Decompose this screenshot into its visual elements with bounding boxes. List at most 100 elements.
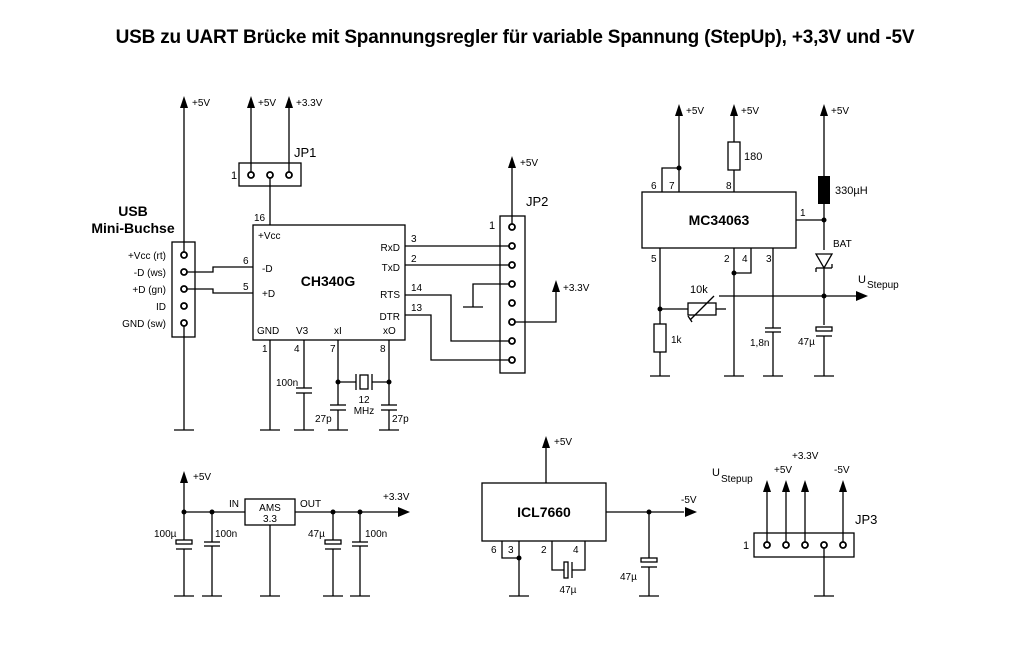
pin-number: 7 (669, 181, 675, 192)
pin-label: DTR (379, 312, 400, 323)
output-label-subscript: Stepup (867, 280, 899, 291)
jp3-rail-label: +5V (774, 465, 792, 476)
resistor-value: 180 (744, 151, 762, 163)
pin-number: 3 (766, 254, 772, 265)
usb-pin-label: GND (sw) (122, 319, 166, 330)
pin-number: 6 (651, 181, 657, 192)
jp3-pin1-label: 1 (743, 540, 749, 552)
supply-arrow-icon (552, 280, 560, 292)
pin-number: 4 (742, 254, 748, 265)
usb-pin-dminus (180, 268, 188, 276)
supply-arrow-icon (763, 480, 771, 492)
crystal-icon (338, 374, 389, 390)
pin-number: 1 (800, 208, 806, 219)
jp2-body (499, 215, 526, 374)
cap-value: 47µ (308, 529, 325, 540)
capacitor-icon (175, 539, 193, 545)
jp3-name: JP3 (855, 512, 877, 527)
ldo-supply-label: +5V (193, 472, 211, 483)
pin-label: GND (257, 326, 279, 337)
jumper-jp3: 1 JP3 U Stepup +5V +3.3V -5V (712, 451, 877, 597)
supply-arrow-icon (730, 104, 738, 116)
supply-arrow-icon (180, 96, 188, 108)
usb-supply-label: +5V (192, 98, 210, 109)
jp2-name: JP2 (526, 194, 548, 209)
cap-value: 47µ (560, 585, 577, 596)
output-arrow-icon (685, 507, 697, 517)
supply-arrow-icon (542, 436, 550, 448)
ldo-in-label: IN (229, 499, 239, 510)
diode-icon (814, 253, 834, 272)
pin-label: -D (262, 264, 273, 275)
rail-label: +5V (686, 106, 704, 117)
pin-number: 3 (508, 545, 514, 556)
ic-mc34063: MC34063 6 7 8 1 5 2 4 3 +5V +5V 180 +5V … (641, 104, 899, 377)
pin-number: 2 (411, 254, 417, 265)
resistor-icon (727, 141, 741, 171)
pin-label: V3 (296, 326, 309, 337)
mc34063-body (641, 191, 797, 249)
pin-number: 6 (491, 545, 497, 556)
pin-label: +Vcc (258, 231, 281, 242)
pin-label: RxD (381, 243, 400, 254)
pin-label: xI (334, 326, 342, 337)
cap-value: 47µ (798, 337, 815, 348)
usb-subtitle: Mini-Buchse (91, 220, 174, 236)
jp2-pin (508, 356, 516, 364)
ic-ch340g: CH340G +Vcc -D +D RxD TxD RTS DTR GND V3… (252, 224, 423, 431)
cap-value: 27p (392, 414, 409, 425)
jp1-pin (266, 171, 274, 179)
jp3-pin (801, 541, 809, 549)
usb-pin-label: ID (156, 302, 166, 313)
schematic-title: USB zu UART Brücke mit Spannungsregler f… (115, 27, 915, 48)
pin-number: 7 (330, 344, 336, 355)
supply-arrow-icon (820, 104, 828, 116)
inductor-value: 330µH (835, 185, 868, 197)
ldo-body (244, 498, 296, 526)
jp3-pin (782, 541, 790, 549)
pin-label: RTS (380, 290, 400, 301)
pin-number: 2 (724, 254, 730, 265)
jp2-pin (508, 299, 516, 307)
capacitor-icon (563, 561, 573, 579)
pin-number: 6 (243, 256, 249, 267)
usb-pin-id (180, 302, 188, 310)
pin-label: TxD (382, 263, 400, 274)
jp1-name: JP1 (294, 145, 316, 160)
output-arrow-icon (856, 291, 868, 301)
mc34063-name: MC34063 (689, 212, 750, 228)
cap-value: 100µ (154, 529, 177, 540)
cap-value: 100n (215, 529, 237, 540)
potentiometer-icon (687, 302, 717, 316)
capacitor-icon (815, 326, 833, 332)
crystal-unit: MHz (354, 406, 375, 417)
jp2-pin (508, 337, 516, 345)
pin-number: 5 (243, 282, 249, 293)
jp3-rail-label: -5V (834, 465, 850, 476)
usb-pin-label: -D (ws) (134, 268, 166, 279)
jp3-pin (839, 541, 847, 549)
output-arrow-icon (398, 507, 410, 517)
jp2-pin (508, 280, 516, 288)
jp2-pin (508, 261, 516, 269)
jumper-jp2: 1 JP2 +5V +3.3V (405, 156, 590, 374)
supply-arrow-icon (782, 480, 790, 492)
jumper-jp1: 1 JP1 +5V +3.3V 16 (231, 96, 323, 225)
jp1-rail-label: +5V (258, 98, 276, 109)
pin-number: 16 (254, 213, 266, 224)
pin-number: 14 (411, 283, 423, 294)
jp3-pin (820, 541, 828, 549)
jp2-pin1-label: 1 (489, 220, 495, 232)
jp1-pin1-label: 1 (231, 170, 237, 182)
cap-value: 27p (315, 414, 332, 425)
supply-arrow-icon (247, 96, 255, 108)
capacitor-icon (324, 539, 342, 545)
usb-pin-label: +D (gn) (132, 285, 166, 296)
usb-connector: USB Mini-Buchse +Vcc (rt) -D (ws) +D (gn… (91, 96, 253, 431)
jp2-rail-label: +5V (520, 158, 538, 169)
cap-value: 100n (365, 529, 387, 540)
pin-number: 5 (651, 254, 657, 265)
usb-pin-vcc (180, 251, 188, 259)
usb-pin-dplus (180, 285, 188, 293)
